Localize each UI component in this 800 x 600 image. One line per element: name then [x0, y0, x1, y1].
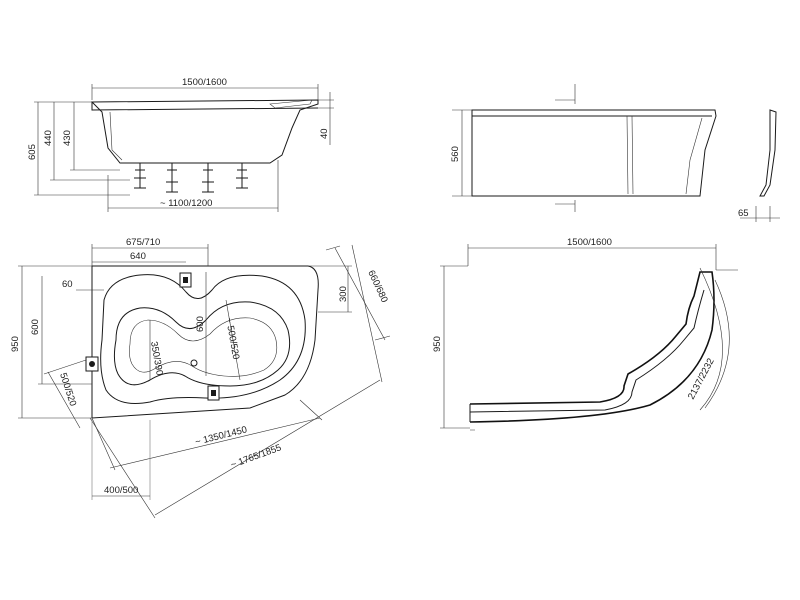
total-height-dimension: [34, 101, 130, 196]
panel-plan-view: 1500/1600 950 2137/2232: [432, 237, 738, 431]
tub-headrest: [269, 99, 313, 109]
arc-length-dimension: [470, 267, 738, 431]
plan-length-dimension: [467, 244, 717, 270]
tub-top-outline: [91, 265, 319, 419]
total-height-label: 605: [27, 144, 38, 160]
panel-offset-dimension: [740, 206, 780, 222]
tub-inner-outline: [100, 274, 306, 404]
plan-depth-label: 950: [432, 336, 443, 352]
diagonal-depth-dimension: [325, 245, 391, 341]
diagonal-length-dimension: [89, 244, 383, 519]
panel-joint: [626, 115, 634, 195]
front-view: 1500/1600 605 440 430 40 ~ 1100/1200: [27, 77, 334, 212]
tub-legs: [134, 163, 248, 193]
plan-depth-dimension: [440, 265, 470, 429]
leg-span-dimension: [107, 160, 279, 212]
tub-inner-wall: [109, 111, 123, 161]
panel-front-outline: [471, 109, 717, 197]
inner-depth-dimension: [70, 102, 120, 171]
panel-height-label: 560: [450, 146, 461, 162]
length-label: 1500/1600: [182, 77, 227, 88]
basin-inner: [129, 317, 278, 377]
drain-icon: [190, 359, 198, 367]
rim-height-dimension: [50, 102, 130, 181]
panel-curve: [685, 117, 703, 195]
arc-length-label: 2137/2232: [686, 357, 717, 402]
side-depth-label: 300: [338, 286, 349, 302]
top-view: 675/710 640 60 300 660/680 950 600 600 ~…: [10, 237, 391, 519]
diagonal-depth-label: 660/680: [365, 269, 389, 305]
drain-offset-label: 60: [62, 279, 73, 290]
depth-label: 950: [10, 336, 21, 352]
arc-length-leader: [704, 279, 730, 409]
panel-offset-label: 65: [738, 208, 749, 219]
basin-length-label: 600: [195, 316, 206, 332]
inner-depth-label-top: 600: [30, 319, 41, 335]
base-offset-label: 400/500: [104, 485, 138, 496]
side-height-label: 40: [319, 128, 330, 139]
front-length-label: ~ 1350/1450: [194, 424, 248, 448]
corner-width-label: 500/520: [57, 372, 78, 408]
inner-width-label: 640: [130, 251, 146, 262]
plan-length-label: 1500/1600: [567, 237, 612, 248]
side-height-dimension: [318, 92, 334, 145]
inner-depth-dimension-top: [38, 276, 92, 385]
basin-outline: [113, 301, 291, 387]
panel-side-profile: [759, 109, 777, 197]
depth-dimension: [18, 265, 92, 419]
panel-section-marks: [555, 84, 576, 212]
panel-plan-inner: [469, 289, 705, 413]
basin-width-right-dimension: [225, 299, 241, 381]
width-step-dimension: [91, 244, 209, 266]
panel-height-dimension: [452, 109, 472, 197]
base-offset-guides: [91, 418, 151, 500]
width-step-label: 675/710: [126, 237, 160, 248]
tub-rim: [91, 102, 319, 111]
rim-height-label: 440: [43, 130, 54, 146]
corner-width-dimension: [43, 359, 87, 429]
inner-depth-label: 430: [62, 130, 73, 146]
panel-plan-outline: [469, 271, 715, 423]
side-panel-view: 560 65: [450, 84, 780, 222]
diagonal-length-label: ~ 1765/1855: [229, 442, 283, 471]
length-dimension: [91, 84, 319, 100]
tub-front-outline: [90, 99, 319, 164]
leg-span-label: ~ 1100/1200: [160, 198, 212, 209]
basin-width-right-label: ~ 500/520: [223, 317, 241, 361]
